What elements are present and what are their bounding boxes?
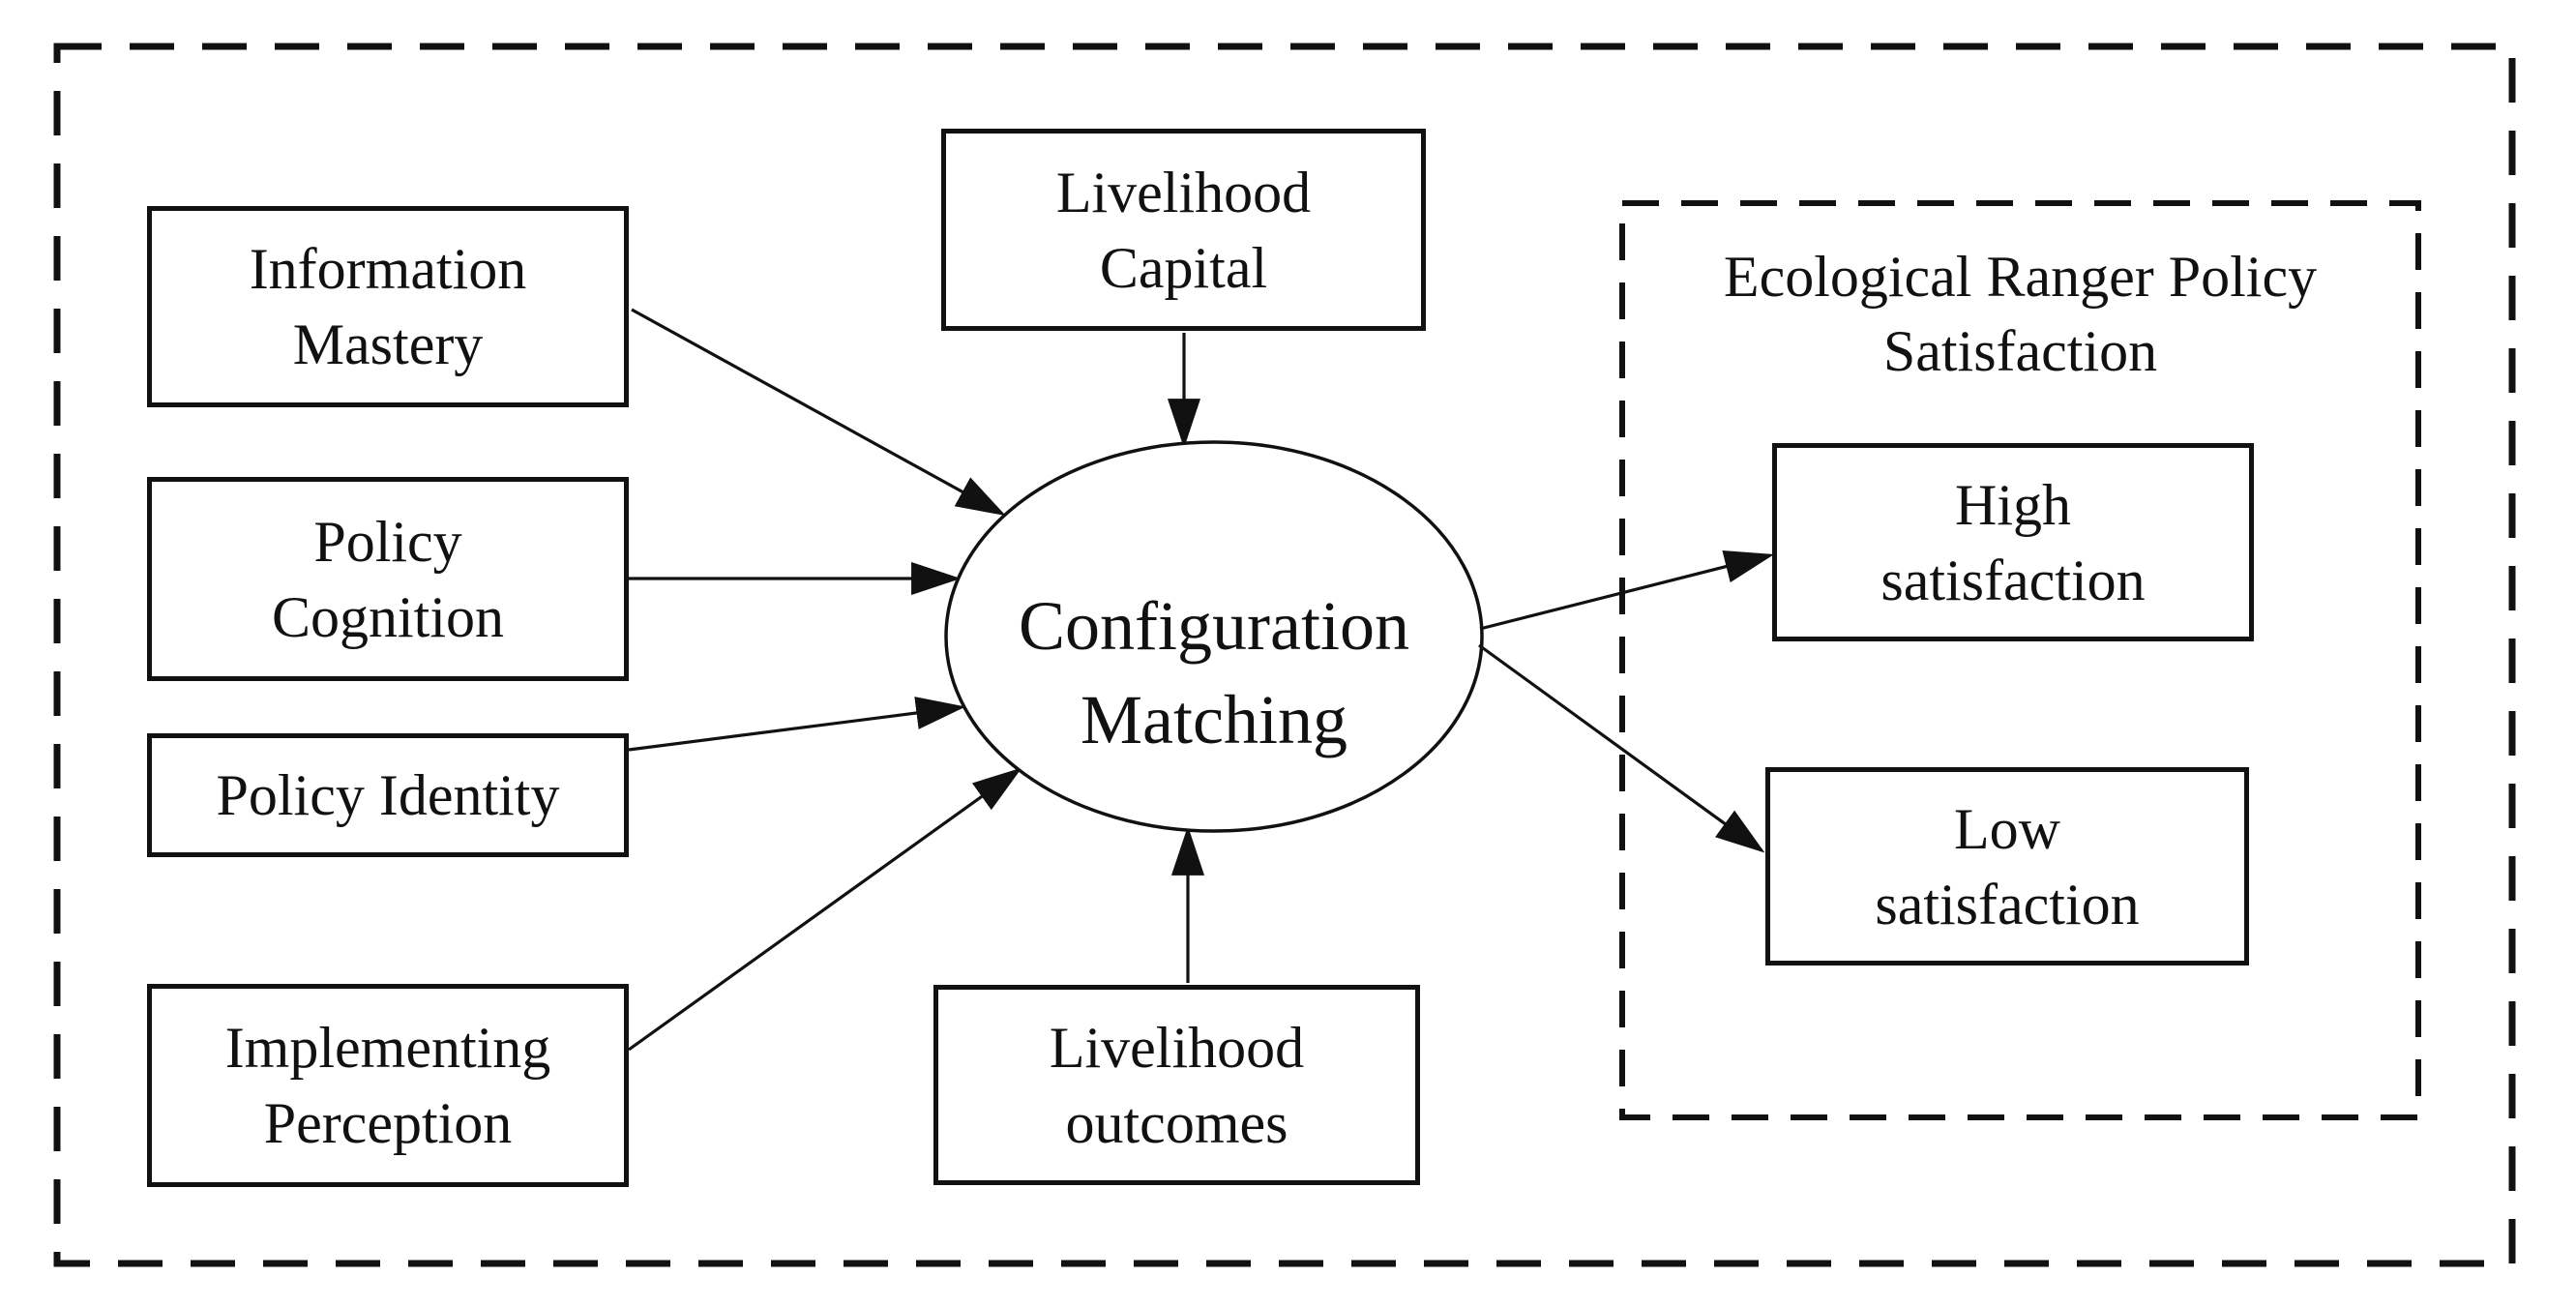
configuration-matching-label-wrap: Configuration Matching: [946, 442, 1482, 831]
livelihood-outcomes-box: Livelihood outcomes: [933, 985, 1420, 1185]
low-satisfaction-box: Low satisfaction: [1765, 767, 2249, 965]
policy-identity-label: Policy Identity: [216, 763, 560, 827]
information-mastery-box: Information Mastery: [147, 206, 629, 407]
outcome-group-dashed-frame: [1619, 200, 2421, 1120]
arrow-information-mastery-to-matching: [631, 308, 1006, 517]
arrow-matching-to-high-satisfaction: [1479, 550, 1775, 631]
arrow-matching-to-low-satisfaction: [1478, 643, 1765, 853]
implementing-perception-box: Implementing Perception: [147, 984, 629, 1187]
livelihood-capital-label: Livelihood Capital: [1055, 160, 1312, 300]
outcome-group-title: Ecological Ranger Policy Satisfaction: [1723, 245, 2318, 383]
policy-identity-box: Policy Identity: [147, 733, 629, 857]
implementing-perception-label: Implementing Perception: [224, 1016, 551, 1155]
arrow-implementing-perception-to-matching: [628, 767, 1022, 1052]
arrow-policy-identity-to-matching: [628, 697, 966, 752]
livelihood-capital-box: Livelihood Capital: [941, 129, 1426, 331]
configuration-matching-ellipse: [944, 440, 1484, 833]
high-satisfaction-box: High satisfaction: [1772, 443, 2254, 641]
high-satisfaction-label: High satisfaction: [1880, 472, 2146, 612]
information-mastery-label: Information Mastery: [249, 237, 527, 376]
policy-cognition-box: Policy Cognition: [147, 477, 629, 681]
configuration-matching-label: Configuration Matching: [1019, 586, 1409, 758]
livelihood-outcomes-label: Livelihood outcomes: [1049, 1015, 1305, 1155]
outer-dashed-frame: [53, 43, 2516, 1267]
policy-cognition-label: Policy Cognition: [271, 509, 505, 649]
low-satisfaction-label: Low satisfaction: [1875, 796, 2140, 936]
